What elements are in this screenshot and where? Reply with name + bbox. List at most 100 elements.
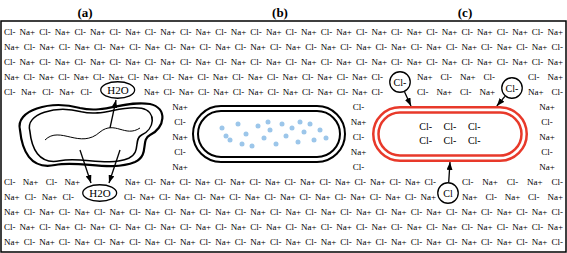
ion-text: Cl- Na+ Cl- Na+: [417, 87, 495, 97]
bubble-outline: [438, 183, 459, 204]
node-text: Cl- Cl- Cl-: [419, 134, 480, 148]
ion-text: Na+: [539, 102, 555, 112]
ion-text: Na+ Cl- Na+ Cl- Na+ Cl- Na+ Cl- Na+ Cl- …: [4, 207, 563, 217]
bubble-outline: [83, 185, 117, 202]
ion-text: Na+ Cl- Na+ Cl-: [4, 192, 74, 202]
label-wrap: Na+: [351, 114, 367, 128]
ion-arrow: [405, 92, 411, 106]
label-wrap: Cl- Na+ Cl- Na+ Cl-: [462, 174, 563, 188]
ion-text: Cl-: [174, 147, 186, 157]
chloride-bubble: Cl-: [389, 71, 411, 93]
label-wrap: Na+: [351, 144, 367, 158]
ion-text: Na+: [172, 132, 188, 142]
chloride-bubble: Cl: [437, 182, 459, 204]
water-arrow: [109, 150, 120, 183]
label-wrap: Cl- Na+: [528, 69, 563, 83]
label-wrap: Cl-: [353, 129, 365, 143]
label-wrap: Cl-: [353, 99, 365, 113]
label-wrap: Na+: [172, 159, 188, 173]
panel-label: (b): [272, 5, 288, 20]
ion-text: Na+ Cl- Na+ Cl- Na+ Cl- Na+ Cl- Na+ Cl- …: [4, 237, 563, 247]
cell-wall: [373, 107, 527, 161]
ion-text: Cl-: [541, 117, 553, 127]
node-text: H2O: [89, 186, 110, 200]
bubble-outline: [502, 78, 523, 99]
label-wrap: Na+: [539, 99, 555, 113]
label-wrap: Na+: [172, 99, 188, 113]
label-wrap: Cl-: [541, 114, 553, 128]
label-wrap: (b): [272, 3, 288, 21]
ion-text: Na+ Cl- Na+ Cl- Na+ Cl- Na+ Cl- Na+ Cl- …: [4, 42, 563, 52]
ion-text: Cl- Na+ Cl- Na+ Cl- Na+ Cl- Na+ Cl- Na+ …: [4, 222, 563, 232]
water-bubble: H2O: [82, 184, 117, 202]
node-text: Cl-: [394, 76, 407, 89]
ion-text: Cl- Na+ Cl- Na+ Cl- Na+ Cl- Na+ Cl- Na+ …: [124, 192, 436, 202]
ion-text: Cl-: [541, 147, 553, 157]
label-wrap: Na+ Cl- Na+ Cl- Na+ Cl- Na+ Cl- Na+ Cl- …: [4, 69, 383, 83]
ion-text: Cl-: [353, 162, 365, 172]
label-wrap: Cl- Na+ Cl- Na+ Cl- Na+ Cl- Na+ Cl- Na+ …: [4, 24, 563, 38]
water-arrow: [110, 100, 116, 128]
label-wrap: Na+ Cl-: [528, 84, 563, 98]
label-wrap: Na+ Cl- Na+ Cl- Na+ Cl- Na+ Cl- Na+ Cl- …: [144, 84, 383, 98]
ion-text: Cl- Na+ Cl- Na+ Cl- Na+ Cl- Na+ Cl- Na+ …: [4, 27, 563, 37]
ion-text: Na+: [539, 132, 555, 142]
label-wrap: Cl-: [174, 144, 186, 158]
ion-text: Na+: [539, 162, 555, 172]
node-text: H2O: [107, 83, 128, 97]
label-wrap: Cl-: [541, 144, 553, 158]
label-wrap: Cl-: [353, 159, 365, 173]
node-outline: [372, 106, 528, 162]
label-wrap: Na+ Cl- Na+ Cl- Na+ Cl- Na+ Cl- Na+ Cl- …: [4, 39, 563, 53]
label-wrap: Na+: [539, 159, 555, 173]
ion-text: Na+: [351, 147, 367, 157]
label-wrap: (c): [458, 3, 472, 21]
salt-loaded-cell: Cl- Cl- Cl-Cl- Cl- Cl-: [372, 106, 528, 162]
chloride-bubble: Cl-: [501, 77, 523, 99]
water-arrow: [80, 150, 91, 183]
label-wrap: Na+ Cl- Na+ Cl- Na+ Cl- Na+ Cl- Na+ Cl- …: [4, 234, 563, 248]
cell-membrane: [379, 113, 522, 156]
frame: [1, 21, 566, 252]
node-text: Cl-: [506, 82, 519, 95]
label-wrap: Na+ Cl- Na+ Cl- Na+ Cl- Na+ Cl- Na+ Cl- …: [125, 174, 436, 188]
label-wrap: (a): [77, 3, 92, 21]
ion-text: Na+ Cl-: [528, 87, 563, 97]
ion-text: Cl- Na+ Cl- Na+ Cl-: [4, 87, 92, 97]
ion-text: Cl-: [353, 132, 365, 142]
label-wrap: Cl- Na+ Cl- Na+ Cl- Na+ Cl- Na+ Cl- Na+ …: [4, 54, 563, 68]
label-wrap: Na+: [172, 129, 188, 143]
ion-text: Na+ Cl- Na+ Cl- Na+ Cl- Na+ Cl- Na+ Cl- …: [125, 177, 436, 187]
label-wrap: Cl- Na+ Cl- Na+ Cl- Na+ Cl- Na+ Cl- Na+ …: [124, 189, 436, 203]
label-wrap: Na+ Cl- Na+ Cl- Na+: [462, 189, 563, 203]
label-wrap: Cl- Na+ Cl- Na+: [4, 174, 80, 188]
label-wrap: Na+ Cl- Na+ Cl- Na+ Cl- Na+ Cl- Na+ Cl- …: [4, 204, 563, 218]
ion-text: Na+ Cl- Na+ Cl- Na+: [462, 192, 563, 202]
bubble-outline: [101, 82, 135, 99]
label-wrap: Cl- Na+ Cl- Na+ Cl-: [4, 84, 92, 98]
node-text: Cl: [443, 187, 452, 200]
ion-text: Cl- Na+ Cl- Na+ Cl-: [462, 177, 563, 187]
ion-text: Na+ Cl- Na+ Cl- Na+ Cl- Na+ Cl- Na+ Cl- …: [4, 72, 383, 82]
ion-text: Cl-: [174, 117, 186, 127]
label-wrap: Na+ Cl- Na+ Cl-: [4, 189, 74, 203]
bubble-outline: [390, 72, 411, 93]
ion-arrow: [449, 162, 450, 182]
label-wrap: Cl-: [174, 114, 186, 128]
cell-membrane: [198, 111, 340, 157]
label-wrap: Na+ Cl- Na+ Cl-: [417, 69, 495, 83]
panel-label: (a): [77, 5, 92, 20]
ion-text: Cl-: [353, 102, 365, 112]
panel-label: (c): [458, 5, 472, 20]
ion-text: Na+: [172, 102, 188, 112]
cell-inner-line: [45, 128, 140, 140]
cell-wall: [193, 106, 345, 162]
ion-text: Cl- Na+ Cl- Na+: [4, 177, 80, 187]
node-text: Cl- Cl- Cl-: [419, 120, 480, 134]
ion-text: Cl- Na+ Cl- Na+ Cl- Na+ Cl- Na+ Cl- Na+ …: [4, 57, 563, 67]
label-wrap: Cl- Na+ Cl- Na+: [417, 84, 495, 98]
water-bubble: H2O: [100, 81, 135, 99]
ion-arrow: [497, 96, 505, 106]
ion-text: Na+: [172, 162, 188, 172]
